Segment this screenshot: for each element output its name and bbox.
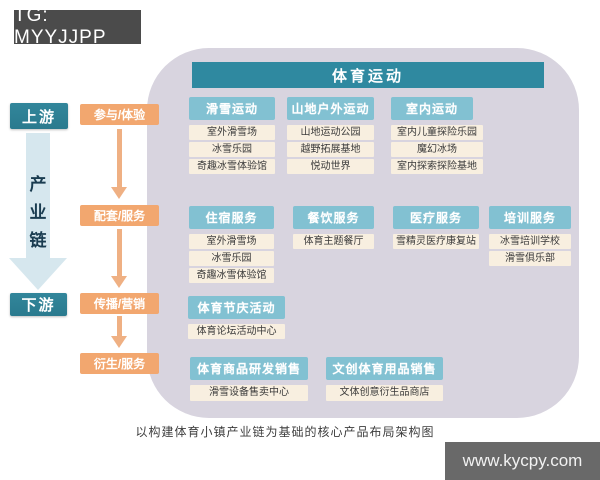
group-header: 住宿服务	[189, 206, 274, 229]
stage-arrow-1	[111, 129, 127, 199]
axis-char-2: 业	[29, 203, 47, 222]
list-item: 越野拓展基地	[287, 142, 374, 157]
list-item: 体育主题餐厅	[293, 234, 374, 249]
list-item: 体育论坛活动中心	[188, 324, 285, 339]
list-item: 室内探索探险基地	[391, 159, 483, 174]
stage-support-service: 配套/服务	[80, 205, 159, 226]
stage-arrow-3	[111, 316, 127, 348]
list-item: 悦动世界	[287, 159, 374, 174]
list-item: 滑雪设备售卖中心	[190, 385, 308, 401]
group-header: 体育商品研发销售	[190, 357, 308, 380]
list-item: 室内儿童探险乐园	[391, 125, 483, 140]
industry-chain-arrow-head	[9, 258, 67, 290]
tg-watermark-badge: TG: MYYJJPP	[14, 5, 141, 48]
group-header: 培训服务	[489, 206, 571, 229]
group-accommodation-service: 住宿服务 室外滑雪场 冰雪乐园 奇趣冰雪体验馆	[189, 206, 274, 283]
group-cultural-sports-goods-sales: 文创体育用品销售 文体创意衍生品商店	[326, 357, 443, 401]
list-item: 奇趣冰雪体验馆	[189, 268, 274, 283]
group-ski-sports: 滑雪运动 室外滑雪场 冰雪乐园 奇趣冰雪体验馆	[189, 97, 275, 174]
group-header: 山地户外运动	[287, 97, 374, 120]
upstream-label: 上游	[10, 103, 68, 129]
list-item: 文体创意衍生品商店	[326, 385, 443, 401]
group-header: 医疗服务	[393, 206, 479, 229]
list-item: 魔幻冰场	[391, 142, 483, 157]
list-item: 室外滑雪场	[189, 234, 274, 249]
group-indoor-sports: 室内运动 室内儿童探险乐园 魔幻冰场 室内探索探险基地	[391, 97, 483, 174]
group-header: 室内运动	[391, 97, 473, 120]
industry-chain-arrow-shaft	[26, 133, 50, 259]
diagram-title: 体育运动	[192, 62, 544, 88]
list-item: 奇趣冰雪体验馆	[189, 159, 275, 174]
list-item: 室外滑雪场	[189, 125, 275, 140]
list-item: 冰雪乐园	[189, 142, 275, 157]
stage-participate-experience: 参与/体验	[80, 104, 159, 125]
group-sports-goods-rd-sales: 体育商品研发销售 滑雪设备售卖中心	[190, 357, 308, 401]
group-header: 体育节庆活动	[188, 296, 285, 319]
list-item: 冰雪培训学校	[489, 234, 571, 249]
axis-char-1: 产	[29, 175, 47, 194]
list-item: 冰雪乐园	[189, 251, 274, 266]
list-item: 雪精灵医疗康复站	[393, 234, 479, 249]
stage-derivative-service: 衍生/服务	[80, 353, 159, 374]
stage-spread-marketing: 传播/营销	[80, 293, 159, 314]
list-item: 山地运动公园	[287, 125, 374, 140]
website-watermark: www.kycpy.com	[445, 442, 600, 480]
axis-char-3: 链	[29, 231, 47, 250]
stage-arrow-2	[111, 229, 127, 288]
group-header: 滑雪运动	[189, 97, 275, 120]
group-medical-service: 医疗服务 雪精灵医疗康复站	[393, 206, 479, 249]
group-header: 餐饮服务	[293, 206, 374, 229]
group-header: 文创体育用品销售	[326, 357, 443, 380]
downstream-label: 下游	[10, 293, 67, 316]
list-item: 滑雪俱乐部	[489, 251, 571, 266]
group-mountain-outdoor-sports: 山地户外运动 山地运动公园 越野拓展基地 悦动世界	[287, 97, 374, 174]
group-dining-service: 餐饮服务 体育主题餐厅	[293, 206, 374, 249]
group-training-service: 培训服务 冰雪培训学校 滑雪俱乐部	[489, 206, 571, 266]
group-sports-festival-activities: 体育节庆活动 体育论坛活动中心	[188, 296, 285, 339]
diagram-caption: 以构建体育小镇产业链为基础的核心产品布局架构图	[135, 425, 435, 439]
